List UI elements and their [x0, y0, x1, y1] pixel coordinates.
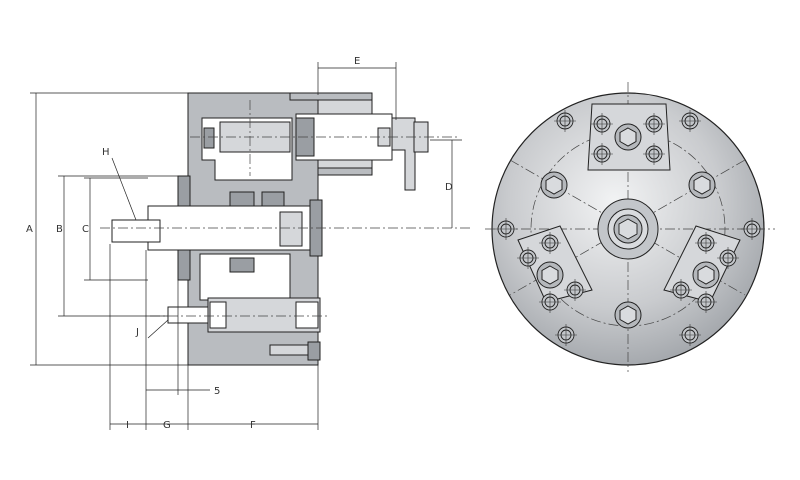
side-section-view: A B C D E F G H I J 5	[26, 56, 470, 431]
dim-label-5: 5	[214, 386, 220, 397]
dim-label-e: E	[354, 56, 360, 67]
dim-label-a: A	[26, 224, 33, 235]
dim-label-j: J	[135, 327, 139, 338]
dim-label-i: I	[126, 420, 129, 431]
front-view	[485, 82, 775, 372]
dim-label-h: H	[102, 147, 110, 158]
dim-label-d: D	[445, 182, 453, 193]
dim-label-c: C	[82, 224, 89, 235]
dim-label-b: B	[56, 224, 63, 235]
dim-label-g: G	[163, 420, 171, 431]
dim-label-f: F	[250, 420, 256, 431]
